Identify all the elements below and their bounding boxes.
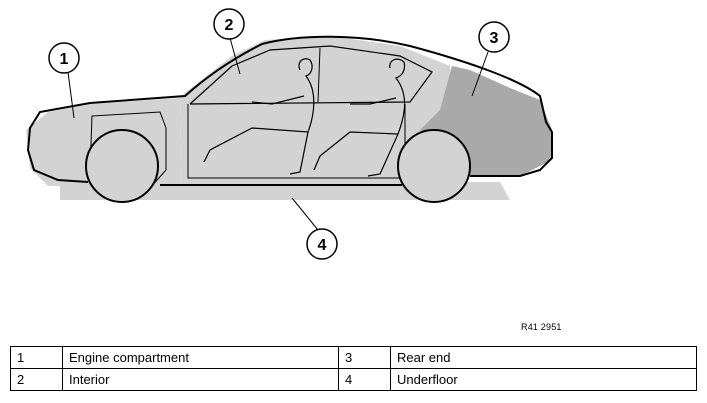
svg-text:4: 4	[318, 237, 327, 254]
legend-row: 1 Engine compartment 3 Rear end	[10, 346, 697, 369]
callout-1: 1	[48, 42, 80, 74]
legend-number: 2	[10, 368, 63, 391]
driver-figure	[203, 58, 315, 175]
interior-zone	[180, 36, 455, 186]
legend-number: 4	[338, 368, 391, 391]
callout-2-leader	[229, 37, 241, 75]
legend-label: Underfloor	[390, 368, 697, 391]
window-outline	[189, 45, 433, 105]
callout-4-leader	[291, 197, 319, 231]
underfloor-zone	[60, 182, 510, 200]
legend-number: 1	[10, 346, 63, 369]
callout-2: 2	[213, 8, 245, 40]
callout-4: 4	[306, 228, 338, 260]
callout-3: 3	[478, 21, 510, 53]
passenger-figure	[313, 58, 406, 177]
legend-row: 2 Interior 4 Underfloor	[10, 368, 697, 391]
rear-wheel	[397, 129, 471, 203]
car-body-outline	[26, 35, 553, 186]
svg-text:2: 2	[225, 17, 234, 34]
svg-text:3: 3	[490, 30, 499, 47]
callout-1-leader	[67, 71, 75, 119]
svg-text:1: 1	[60, 51, 69, 68]
legend-number: 3	[338, 346, 391, 369]
car-zones-diagram: 1 2 3 4	[26, 8, 553, 260]
legend-label: Rear end	[390, 346, 697, 369]
legend-label: Interior	[62, 368, 339, 391]
callout-3-leader	[471, 51, 489, 97]
legend-label: Engine compartment	[62, 346, 339, 369]
front-wheel	[85, 129, 159, 203]
figure-reference-code: R41 2951	[521, 322, 562, 332]
interior-outline	[187, 104, 406, 179]
b-pillar-line	[317, 47, 321, 103]
legend-table: 1 Engine compartment 3 Rear end 2 Interi…	[10, 346, 697, 391]
